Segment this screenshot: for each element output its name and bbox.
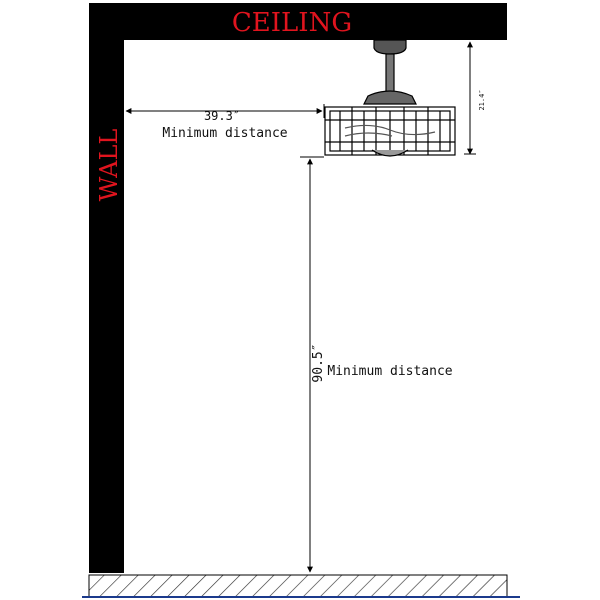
wall-bar [89,3,124,573]
floor-distance-note: Minimum distance [327,364,452,379]
ceiling-fan-drawing [324,39,456,157]
wall-label: WALL [95,129,123,202]
ceiling-bar [89,3,507,40]
fan-height-value: 21.4″ [478,89,486,110]
floor-distance-value: 90.5″ [311,343,326,382]
floor-slab [88,574,508,598]
floor-distance-dimension [300,156,324,573]
wall-distance-value: 39.3″ [204,109,240,123]
wall-distance-dimension [125,104,325,118]
ceiling-label: CEILING [232,8,352,38]
wall-distance-note: Minimum distance [162,126,287,141]
fan-height-dimension [464,41,476,155]
